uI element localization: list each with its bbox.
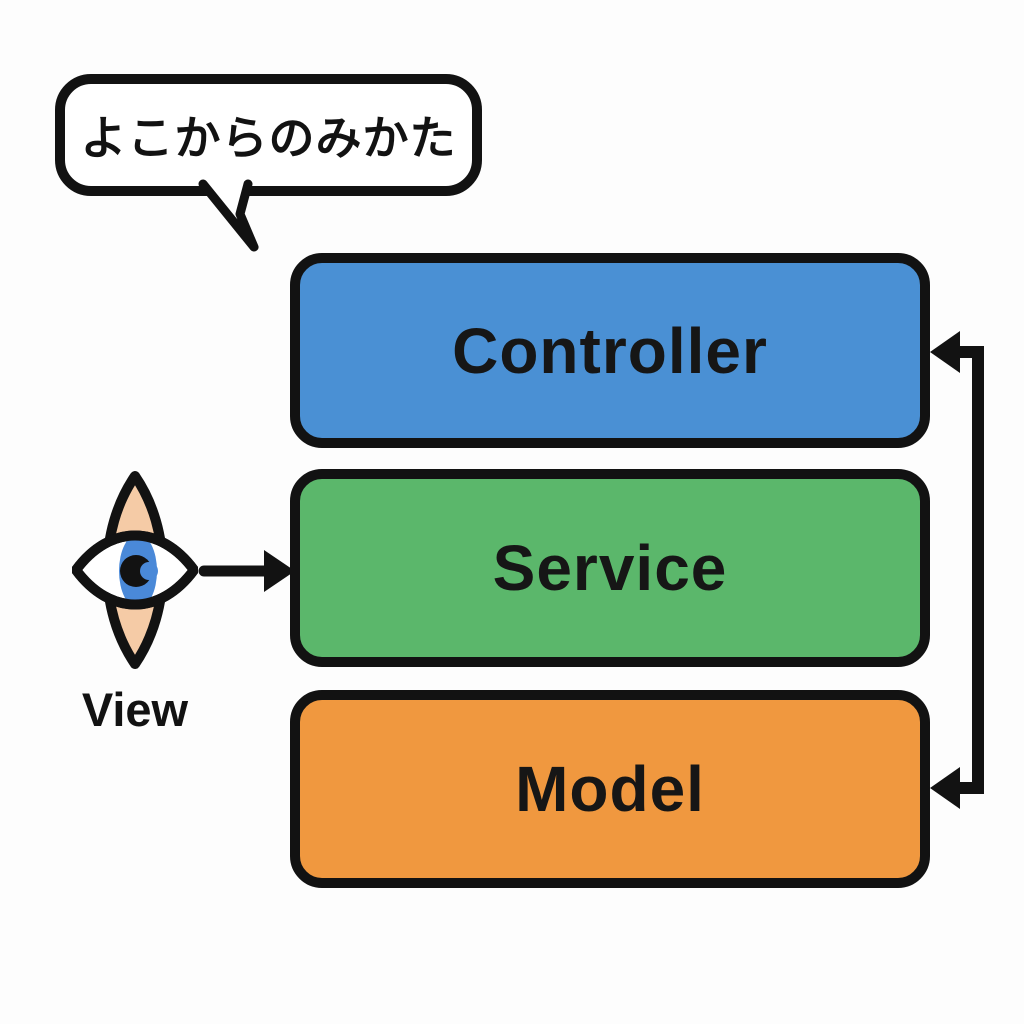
box-service: Service <box>290 469 930 667</box>
box-model-label: Model <box>515 753 705 825</box>
view-to-service-arrow <box>198 550 295 592</box>
arrow-into-controller <box>930 331 960 373</box>
speech-bubble-text: よこからのみかた <box>80 112 457 164</box>
speech-bubble-tail <box>198 178 259 252</box>
box-controller: Controller <box>290 253 930 448</box>
controller-model-connector <box>930 331 984 809</box>
view-label: View <box>81 683 189 736</box>
arrow-into-model <box>930 767 960 809</box>
box-controller-label: Controller <box>452 314 768 387</box>
speech-bubble: よこからのみかた <box>55 74 482 196</box>
box-model: Model <box>290 690 930 888</box>
eye-icon <box>72 471 198 669</box>
box-service-label: Service <box>492 532 728 604</box>
